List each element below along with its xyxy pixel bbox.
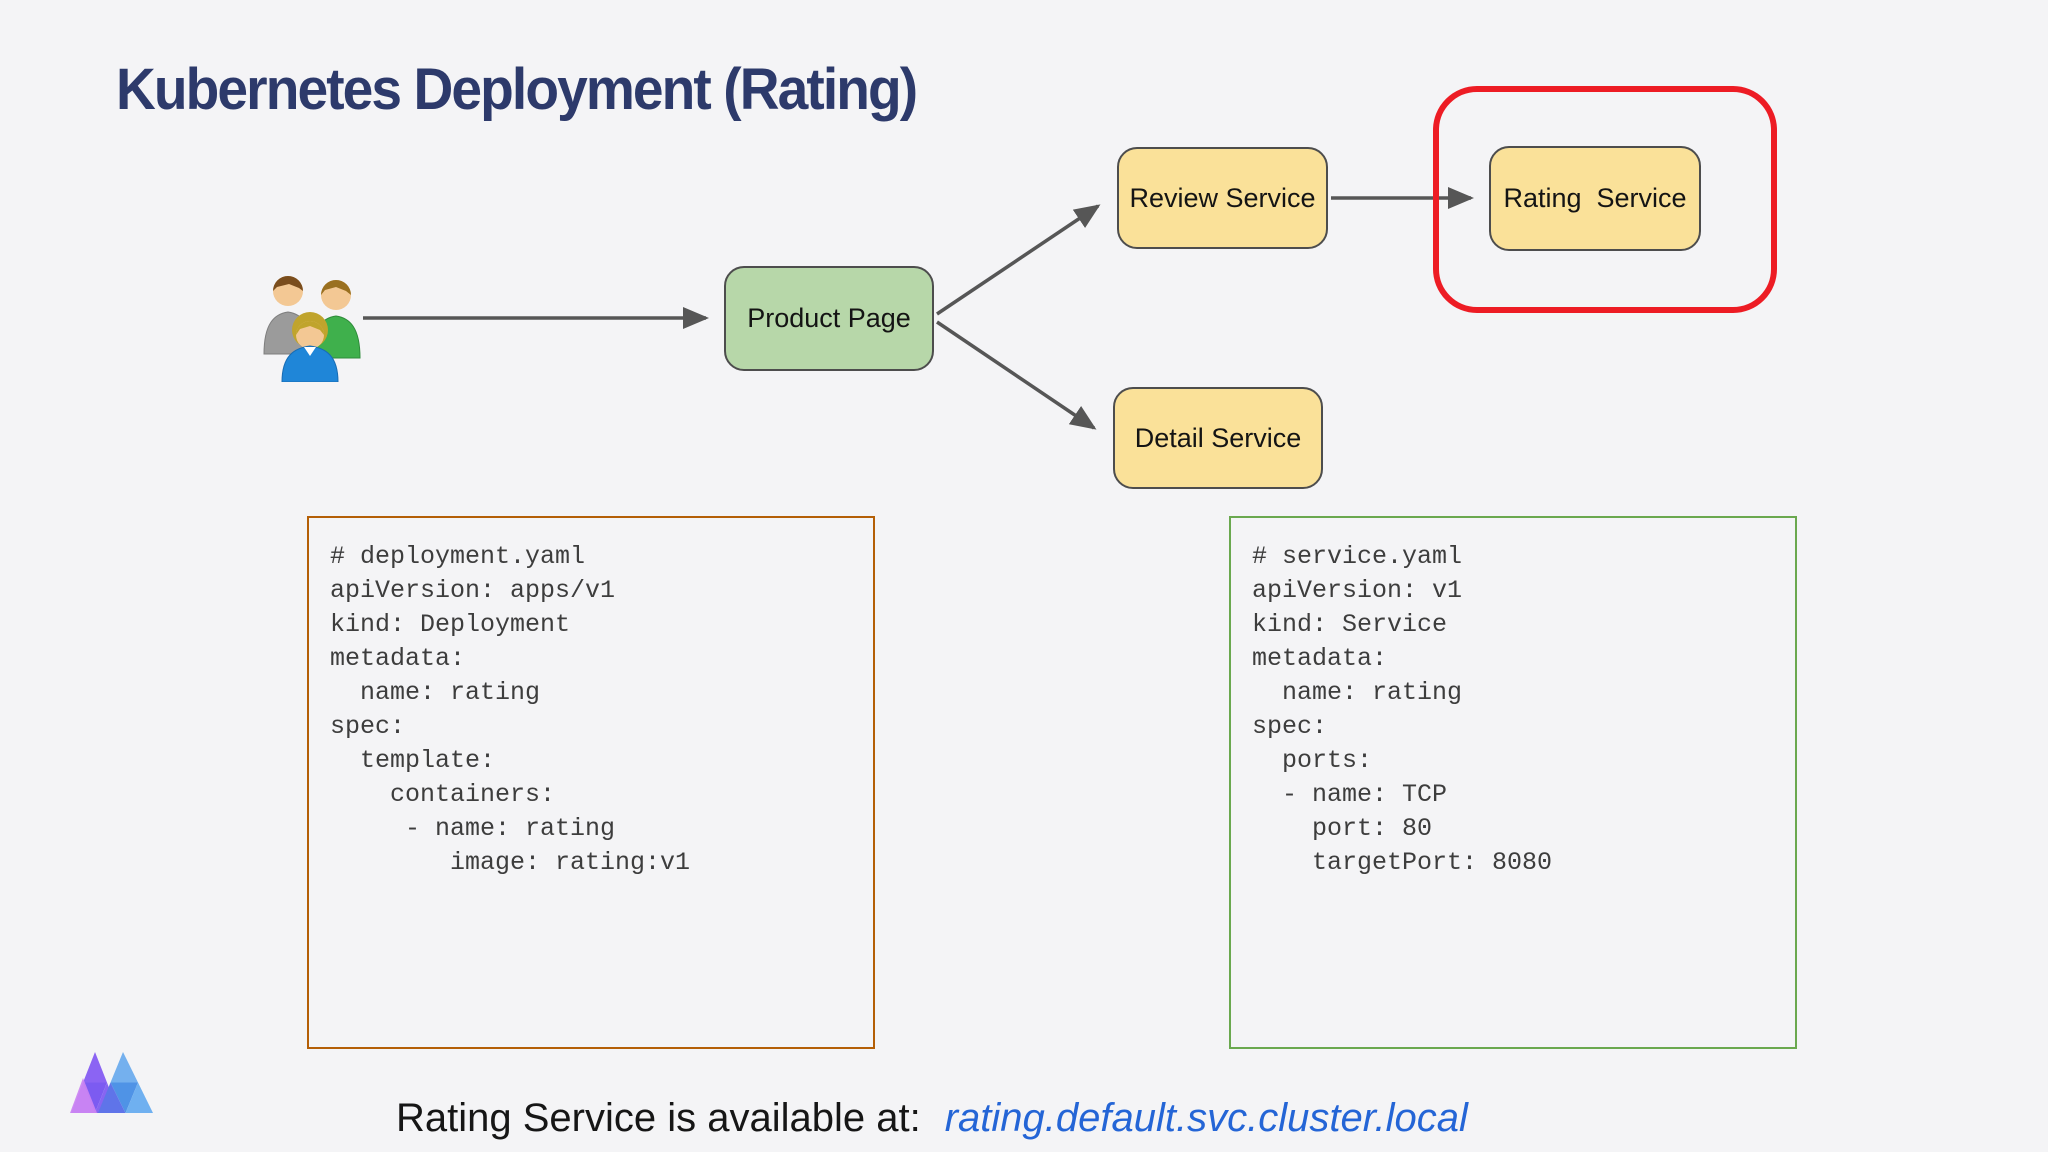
service-yaml-code: # service.yaml apiVersion: v1 kind: Serv…	[1229, 516, 1797, 1049]
caption-text: Rating Service is available at:	[396, 1096, 921, 1140]
node-label: Detail Service	[1134, 422, 1302, 453]
node-rating-service: Rating Service	[1489, 146, 1701, 251]
node-product-page: Product Page	[724, 266, 934, 371]
arrow-product-to-review	[936, 204, 1101, 316]
users-icon	[263, 276, 361, 382]
node-detail-service: Detail Service	[1113, 387, 1323, 489]
caption-url-link[interactable]: rating.default.svc.cluster.local	[944, 1096, 1468, 1140]
logo-right-mountain	[98, 1052, 153, 1113]
user-front	[281, 312, 339, 382]
node-label: Rating Service	[1503, 183, 1687, 213]
node-review-service: Review Service	[1117, 147, 1328, 249]
node-label: Product Page	[747, 303, 911, 333]
rating-highlight-ring	[1433, 86, 1777, 313]
caption: Rating Service is available at: rating.d…	[396, 1096, 1468, 1141]
logo-magenta-triangle	[70, 1078, 97, 1113]
node-label: Review Service	[1129, 182, 1316, 213]
slide-title: Kubernetes Deployment (Rating)	[116, 57, 918, 122]
arrow-product-to-detail	[936, 320, 1097, 430]
deployment-yaml-code: # deployment.yaml apiVersion: apps/v1 ki…	[307, 516, 875, 1049]
triangle-m-logo	[70, 1052, 153, 1113]
